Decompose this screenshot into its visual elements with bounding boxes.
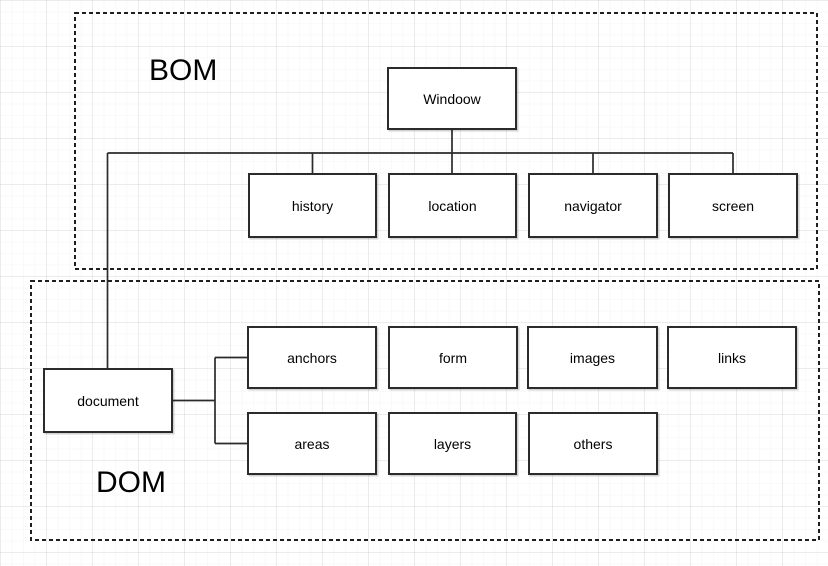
bom-region-boundary: [74, 12, 818, 270]
node-navigator: navigator: [528, 173, 658, 238]
node-links: links: [667, 326, 797, 389]
bom-tree-edges: [107, 130, 734, 173]
dom-tree-edges: [173, 356, 247, 445]
node-form: form: [388, 326, 518, 389]
node-areas: areas: [247, 412, 377, 475]
node-anchors: anchors: [247, 326, 377, 389]
node-window: Windoow: [387, 67, 517, 130]
node-layers: layers: [388, 412, 517, 475]
node-history: history: [248, 173, 377, 238]
node-location: location: [388, 173, 517, 238]
node-images: images: [527, 326, 658, 389]
dom-region-boundary: [30, 280, 820, 541]
node-document: document: [43, 368, 173, 433]
node-others: others: [528, 412, 658, 475]
dom-region-label: DOM: [96, 466, 166, 499]
node-screen: screen: [668, 173, 798, 238]
bom-region-label: BOM: [149, 54, 218, 87]
